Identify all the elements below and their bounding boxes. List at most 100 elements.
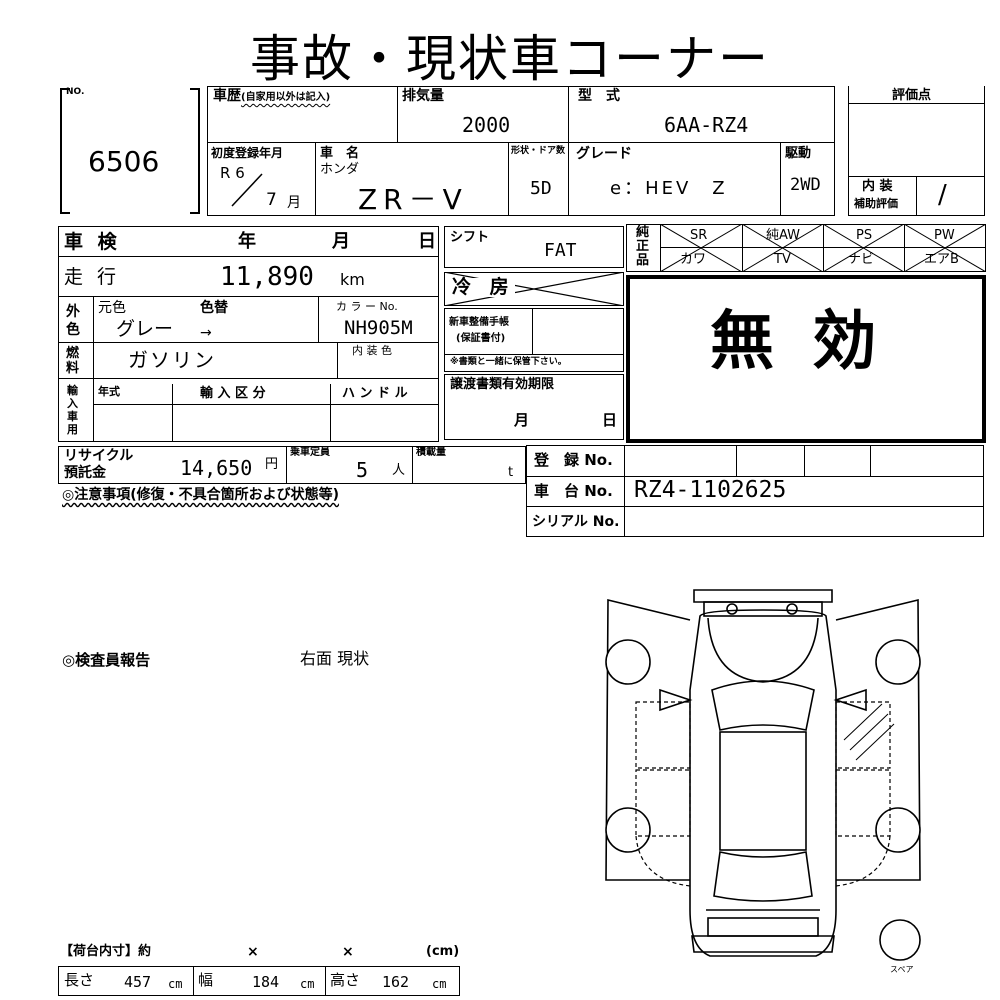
mileage-value: 11,890 (220, 262, 314, 292)
maintenance-box (444, 308, 624, 372)
void-stamp-box (626, 275, 986, 443)
registration-era: R 6 (220, 164, 245, 182)
cargo-width-value: 184 (252, 973, 280, 991)
cargo-x2: × (342, 944, 354, 960)
import-label: 輸入車用 (67, 384, 78, 436)
fuel-value: ガソリン (128, 348, 216, 372)
fuel-label: 燃料 (66, 346, 80, 376)
sheet-title: 事故・現状車コーナー (250, 30, 770, 88)
mileage-unit: km (340, 270, 365, 289)
vehicle-info-block (207, 86, 835, 216)
maintenance-label: 新車整備手帳 (449, 317, 509, 328)
grade-label: グレード (576, 146, 632, 162)
inspector-label: ◎検査員報告 (62, 651, 151, 669)
car-maker: ホンダ (320, 162, 360, 177)
aircon-label: 冷 房 (452, 276, 515, 298)
cargo-length-label: 長さ (64, 971, 95, 989)
lot-no-label: NO. (66, 87, 85, 97)
cargo-x1: × (247, 944, 259, 960)
grade-value: e：HEV Z (610, 178, 728, 199)
inspector-report: 右面 現状 (300, 649, 370, 668)
drive-label: 駆動 (785, 146, 812, 161)
spec-table-left (58, 226, 439, 442)
date-slash (231, 173, 263, 207)
equipment-ps: PS (856, 228, 873, 243)
mileage-label: 走 行 (64, 266, 121, 288)
equipment-leather: カワ (680, 252, 707, 267)
transfer-month: 月 (514, 411, 530, 429)
serial-no-label: シリアル No. (532, 514, 620, 530)
car-damage-diagram (605, 589, 921, 961)
color-code-label: カ ラ ー No. (336, 300, 398, 313)
maintenance-label-2: (保証書付) (456, 333, 506, 344)
aircon-cross (444, 272, 624, 306)
registration-month-unit: 月 (287, 195, 301, 211)
registration-table (526, 445, 984, 537)
cargo-table (58, 966, 460, 996)
equipment-tv: TV (774, 252, 791, 267)
notes-label: ◎注意事項(修復・不具合箇所および状態等) (62, 487, 340, 503)
cargo-length-value: 457 (124, 973, 152, 991)
drive-value: 2WD (790, 175, 821, 195)
model-type-value: 6AA-RZ4 (664, 113, 749, 137)
color-changed-value: → (200, 325, 212, 341)
chassis-no-label: 車 台 No. (534, 482, 613, 500)
recycle-label: リサイクル (64, 448, 134, 464)
displacement-label: 排気量 (402, 88, 444, 104)
lot-number: 6506 (88, 145, 160, 178)
shift-value: FAT (544, 240, 577, 261)
void-stamp: 無 効 (710, 305, 885, 379)
equipment-aw: 純AW (766, 228, 801, 243)
recycle-label-2: 預託金 (64, 465, 106, 481)
import-handle-label: ハ ン ド ル (342, 386, 408, 401)
capacity-value: 5 (356, 458, 369, 482)
cargo-length-unit: cm (168, 977, 183, 991)
inspection-label: 車 検 (64, 231, 121, 253)
transfer-label: 譲渡書類有効期限 (450, 377, 555, 392)
cargo-height-unit: cm (432, 977, 447, 991)
capacity-unit: 人 (392, 463, 406, 478)
equipment-table (626, 224, 986, 272)
equipment-label: 純正品 (636, 225, 650, 268)
import-year-label: 年式 (98, 385, 120, 398)
aircon-box (444, 272, 624, 306)
import-class-label: 輸 入 区 分 (200, 386, 266, 401)
evaluation-label: 評価点 (892, 88, 932, 103)
inspection-day: 日 (418, 231, 436, 252)
inspection-month: 月 (332, 231, 350, 252)
cargo-height-value: 162 (382, 973, 410, 991)
equipment-navi: ナビ (848, 252, 875, 267)
shift-label: シフト (450, 230, 490, 245)
equipment-pw: PW (934, 228, 955, 243)
displacement-value: 2000 (462, 113, 511, 137)
recycle-unit: 円 (265, 457, 279, 472)
maintenance-note: ※書類と一緒に保管下さい。 (450, 357, 567, 367)
color-original-value: グレー (116, 318, 174, 340)
cargo-height-label: 高さ (330, 971, 361, 989)
car-name-label: 車 名 (320, 146, 360, 161)
equipment-airbag: エアB (924, 252, 959, 267)
transfer-day: 日 (602, 411, 618, 429)
interior-eval-label-2: 補助評価 (854, 197, 898, 210)
cargo-unit-header: (cm) (426, 944, 460, 959)
cargo-width-unit: cm (300, 977, 315, 991)
transfer-box (444, 374, 624, 440)
cargo-width-label: 幅 (198, 971, 214, 989)
model-type-label: 型 式 (578, 88, 620, 104)
recycle-box (58, 446, 526, 484)
equipment-sr: SR (690, 228, 708, 243)
spare-label: スペア (890, 965, 914, 974)
interior-eval-value: / (938, 180, 947, 210)
color-changed-label: 色替 (200, 300, 228, 316)
registration-no-label: 登 録 No. (534, 451, 613, 469)
load-unit: t (508, 465, 514, 480)
chassis-no-value: RZ4-1102625 (634, 477, 787, 503)
load-label: 積載量 (416, 447, 446, 458)
capacity-label: 乗車定員 (290, 447, 330, 458)
interior-color-label: 内 装 色 (352, 344, 392, 357)
history-label: 車歴(自家用以外は記入) (213, 88, 331, 104)
lot-bracket (60, 88, 200, 214)
body-value: 5D (530, 178, 552, 199)
recycle-value: 14,650 (180, 456, 253, 480)
color-side-label: 外色 (66, 304, 80, 338)
